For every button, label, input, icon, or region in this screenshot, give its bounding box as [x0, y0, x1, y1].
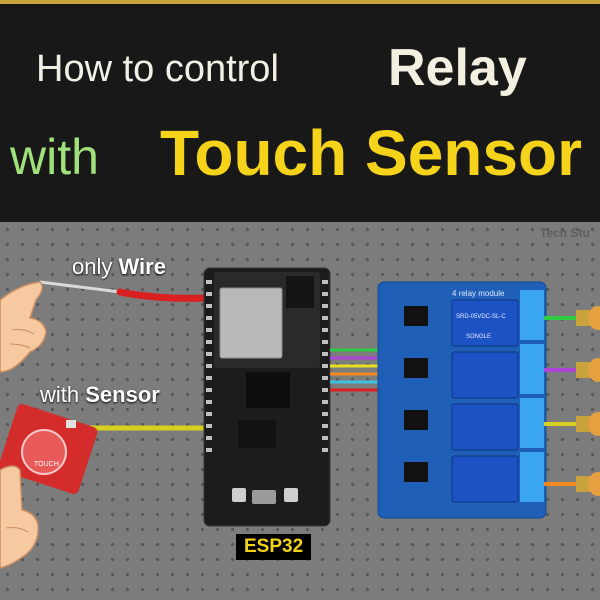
watermark: Tech Stu [540, 226, 590, 240]
title-line1-regular: How to control [36, 48, 279, 90]
title-banner: How to control Relay with Touch Sensor [0, 0, 600, 222]
touch-sensor-module: TOUCH [0, 404, 98, 494]
relay-module: 4 relay module SRD-05VDC-SL-C SONGLE [377, 281, 547, 519]
relay-blocks [451, 299, 519, 503]
only-wire-label: only Wire [72, 254, 166, 279]
finger-pointing-icon [0, 281, 47, 373]
title-line2-regular: with [10, 129, 99, 185]
touch-label: TOUCH [34, 461, 59, 468]
title-line1-bold: Relay [388, 39, 527, 97]
relay-brand-label: SONGLE [466, 334, 491, 340]
esp32-board [203, 267, 331, 527]
esp32-label: ESP32 [236, 534, 312, 560]
relay-model-label: SRD-05VDC-SL-C [456, 314, 506, 320]
bare-wire [39, 280, 214, 302]
with-sensor-label: with Sensor [40, 382, 160, 407]
title-line2-bold: Touch Sensor [160, 117, 582, 189]
relay-module-label: 4 relay module [452, 289, 505, 298]
lamp-bulb-icon [576, 306, 600, 496]
finger-pressing-icon [0, 465, 39, 569]
relay-output-wires [544, 316, 580, 486]
